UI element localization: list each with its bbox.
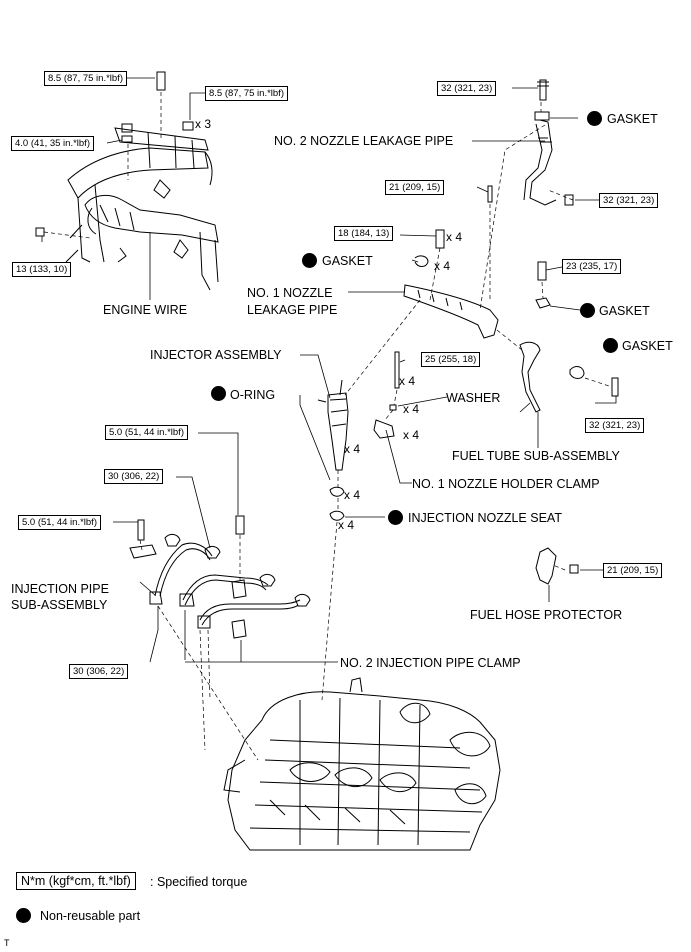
label-gasket-mid: GASKET — [322, 254, 373, 268]
label-injection-pipe-line1: INJECTION PIPE — [11, 582, 109, 596]
qty-x4-gasket: x 4 — [434, 259, 451, 273]
torque-spec-18: 18 (184, 13) — [334, 226, 394, 241]
injector-illustration — [317, 351, 400, 521]
torque-spec-23: 23 (235, 17) — [562, 259, 622, 274]
qty-x4-washer: x 4 — [403, 402, 420, 416]
injection-pipes-illustration — [129, 515, 311, 639]
fuel-tube-illustration — [519, 261, 619, 413]
torque-spec-32-top: 32 (321, 23) — [437, 81, 497, 96]
non-reusable-dot — [302, 253, 317, 268]
qty-x4-bolt-25: x 4 — [399, 374, 416, 388]
engine-block-illustration — [223, 677, 501, 851]
non-reusable-dot — [587, 111, 602, 126]
bolt-21-mid — [487, 185, 493, 203]
label-injector-assembly: INJECTOR ASSEMBLY — [150, 348, 282, 362]
torque-spec-25: 25 (255, 18) — [421, 352, 481, 367]
fuel-hose-protector-illustration — [535, 547, 579, 585]
torque-spec-32-mid: 32 (321, 23) — [599, 193, 659, 208]
label-washer: WASHER — [446, 391, 501, 405]
qty-x4-nozzle-seat: x 4 — [338, 518, 355, 532]
legend-non-reusable-dot — [16, 908, 31, 923]
label-fuel-tube: FUEL TUBE SUB-ASSEMBLY — [452, 449, 620, 463]
no2-nozzle-leakage-pipe-illustration — [523, 79, 557, 206]
label-engine-wire: ENGINE WIRE — [103, 303, 188, 317]
label-gasket-right: GASKET — [599, 304, 650, 318]
engine-wire-illustration — [65, 127, 219, 291]
torque-spec-13: 13 (133, 10) — [12, 262, 72, 277]
torque-spec-21-mid: 21 (209, 15) — [385, 180, 445, 195]
label-no2-nozzle-leakage-pipe: NO. 2 NOZZLE LEAKAGE PIPE — [274, 134, 454, 148]
non-reusable-dot — [603, 338, 618, 353]
dashed-alignment-lines — [43, 92, 613, 761]
non-reusable-dot — [388, 510, 403, 525]
label-no2-injection-pipe-clamp: NO. 2 INJECTION PIPE CLAMP — [340, 656, 521, 670]
label-no1-nozzle-holder-clamp: NO. 1 NOZZLE HOLDER CLAMP — [412, 477, 600, 491]
bolt-32-top — [564, 194, 574, 206]
torque-spec-85-upper: 8.5 (87, 75 in.*lbf) — [44, 71, 127, 86]
torque-spec-40: 4.0 (41, 35 in.*lbf) — [11, 136, 94, 151]
qty-x4-bolt-18: x 4 — [446, 230, 463, 244]
torque-spec-50-upper: 5.0 (51, 44 in.*lbf) — [105, 425, 188, 440]
qty-x3: x 3 — [195, 117, 212, 131]
legend-non-reusable-text: Non-reusable part — [40, 909, 141, 923]
leader-lines — [41, 77, 617, 663]
legend-unit-box: N*m (kgf*cm, ft.*lbf) — [16, 872, 136, 890]
legend-specified-torque: : Specified torque — [150, 875, 248, 889]
label-no1-nozzle-line2: LEAKAGE PIPE — [247, 303, 338, 317]
no1-nozzle-leakage-pipe-illustration — [403, 229, 499, 339]
torque-spec-32-low: 32 (321, 23) — [585, 418, 645, 433]
non-reusable-dot — [211, 386, 226, 401]
torque-spec-30-lower: 30 (306, 22) — [69, 664, 129, 679]
label-gasket-fuel-tube: GASKET — [622, 339, 673, 353]
qty-x4-holder-clamp: x 4 — [403, 428, 420, 442]
qty-x4-injector: x 4 — [344, 442, 361, 456]
torque-spec-85-lower: 8.5 (87, 75 in.*lbf) — [205, 86, 288, 101]
label-injection-nozzle-seat: INJECTION NOZZLE SEAT — [408, 511, 562, 525]
torque-spec-21-low: 21 (209, 15) — [603, 563, 663, 578]
label-gasket-top: GASKET — [607, 112, 658, 126]
torque-spec-50-lower: 5.0 (51, 44 in.*lbf) — [18, 515, 101, 530]
qty-x4-o-ring: x 4 — [344, 488, 361, 502]
corner-mark: T — [4, 938, 10, 948]
torque-spec-30-upper: 30 (306, 22) — [104, 469, 164, 484]
label-no1-nozzle-line1: NO. 1 NOZZLE — [247, 286, 333, 300]
label-fuel-hose-protector: FUEL HOSE PROTECTOR — [470, 608, 623, 622]
label-o-ring: O-RING — [230, 388, 276, 402]
non-reusable-dot — [580, 303, 595, 318]
label-injection-pipe-line2: SUB-ASSEMBLY — [11, 598, 108, 612]
